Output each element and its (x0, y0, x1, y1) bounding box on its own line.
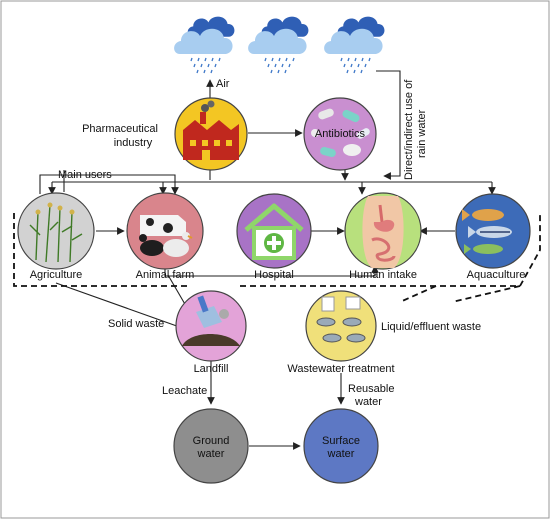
landfill-label: Landfill (194, 363, 229, 375)
pharma-label-line1: Pharmaceutical (82, 123, 158, 135)
fish-icon (462, 209, 512, 254)
aquaculture-node (455, 193, 531, 269)
human-intake-node (344, 192, 422, 270)
antibiotics-label: Antibiotics (315, 128, 366, 140)
reusable-water-label-2: water (354, 396, 382, 408)
reusable-water-label-1: Reusable (348, 383, 394, 395)
rain-water-label: Direct/indirect use of rain water (403, 79, 428, 180)
animal-farm-label: Animal farm (136, 269, 195, 281)
antibiotics-node (303, 97, 377, 171)
landfill-node (175, 290, 247, 362)
pharma-label-line2: industry (114, 137, 153, 149)
cloud-icon (174, 16, 235, 74)
main-users-label: Main users (58, 169, 112, 181)
liquid-waste-label: Liquid/effluent waste (381, 321, 481, 333)
ground-water-node (173, 408, 249, 484)
pharma-node (174, 97, 248, 171)
wastewater-node (305, 290, 377, 362)
aquaculture-label: Aquaculture (467, 269, 526, 281)
animals-icon (139, 215, 193, 257)
factory-icon (183, 100, 239, 160)
leachate-label: Leachate (162, 385, 207, 397)
cloud-icon (324, 16, 385, 74)
hospital-icon (244, 203, 304, 260)
animal-farm-node (126, 192, 204, 270)
treatment-plant-icon (316, 296, 366, 343)
hospital-label: Hospital (254, 269, 294, 281)
pills-icon (311, 108, 370, 158)
hospital-node (236, 193, 312, 269)
ground-water-label-2: water (197, 448, 225, 460)
plants-icon (29, 202, 83, 263)
wastewater-label: Wastewater treatment (287, 363, 394, 375)
solid-waste-label: Solid waste (108, 318, 164, 330)
surface-water-label-2: water (327, 448, 355, 460)
ground-water-label-1: Ground (193, 435, 230, 447)
digestive-icon (362, 196, 404, 268)
cloud-icon (248, 16, 309, 74)
users-bracket (13, 213, 541, 287)
svg-text:Direct/indirect use of: Direct/indirect use of (403, 79, 415, 180)
garbage-icon (182, 295, 240, 346)
surface-water-label-1: Surface (322, 435, 360, 447)
agriculture-node (17, 192, 95, 270)
surface-water-node (303, 408, 379, 484)
connectors (39, 70, 496, 450)
agriculture-label: Agriculture (30, 269, 83, 281)
svg-text:rain water: rain water (416, 109, 428, 158)
human-intake-label: Human intake (349, 269, 417, 281)
air-label: Air (216, 78, 230, 90)
arrow-rain-human (376, 70, 401, 180)
